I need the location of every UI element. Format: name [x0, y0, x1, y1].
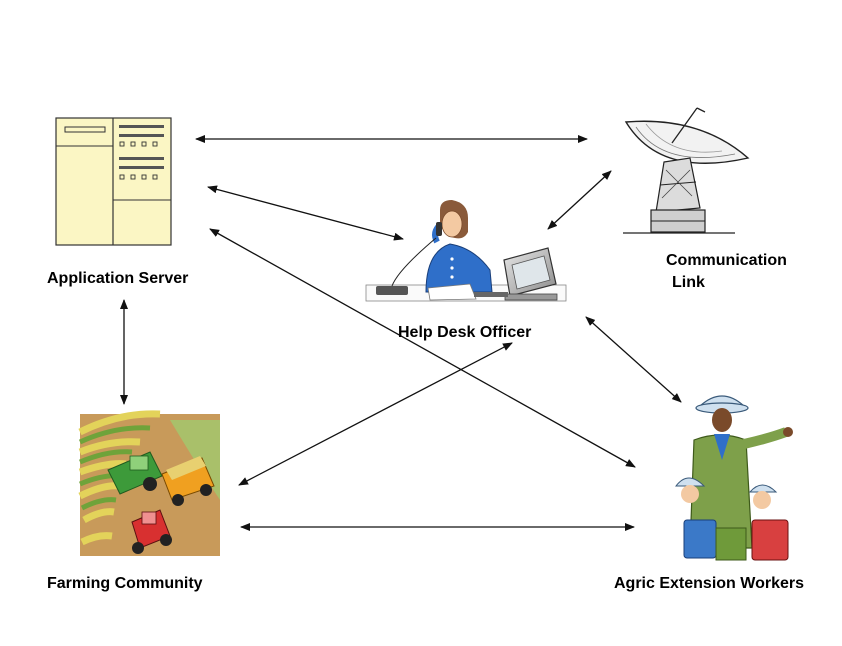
agric-extension-workers-label: Agric Extension Workers — [614, 575, 804, 592]
agric-extension-workers-icon — [674, 395, 793, 561]
farming-community-icon — [78, 410, 220, 556]
help-desk-officer-icon — [365, 200, 567, 302]
arrow-communication-helpdesk — [547, 170, 612, 230]
application-server-label: Application Server — [47, 270, 189, 287]
farming-community-label: Farming Community — [47, 575, 203, 592]
arrow-helpdesk-extension — [585, 316, 682, 403]
communication-link-label: Communication Link — [666, 250, 787, 294]
help-desk-officer-label: Help Desk Officer — [398, 324, 532, 341]
connection-arrows — [120, 135, 682, 531]
communication-link-label-line2: Link — [672, 274, 705, 291]
communication-link-label-line1: Communication — [666, 252, 787, 269]
satellite-dish-icon — [623, 107, 750, 234]
arrow-helpdesk-farming — [238, 342, 513, 486]
application-server-icon — [55, 117, 172, 246]
arrow-server-helpdesk — [207, 185, 404, 241]
arrow-server-extension — [209, 228, 636, 468]
